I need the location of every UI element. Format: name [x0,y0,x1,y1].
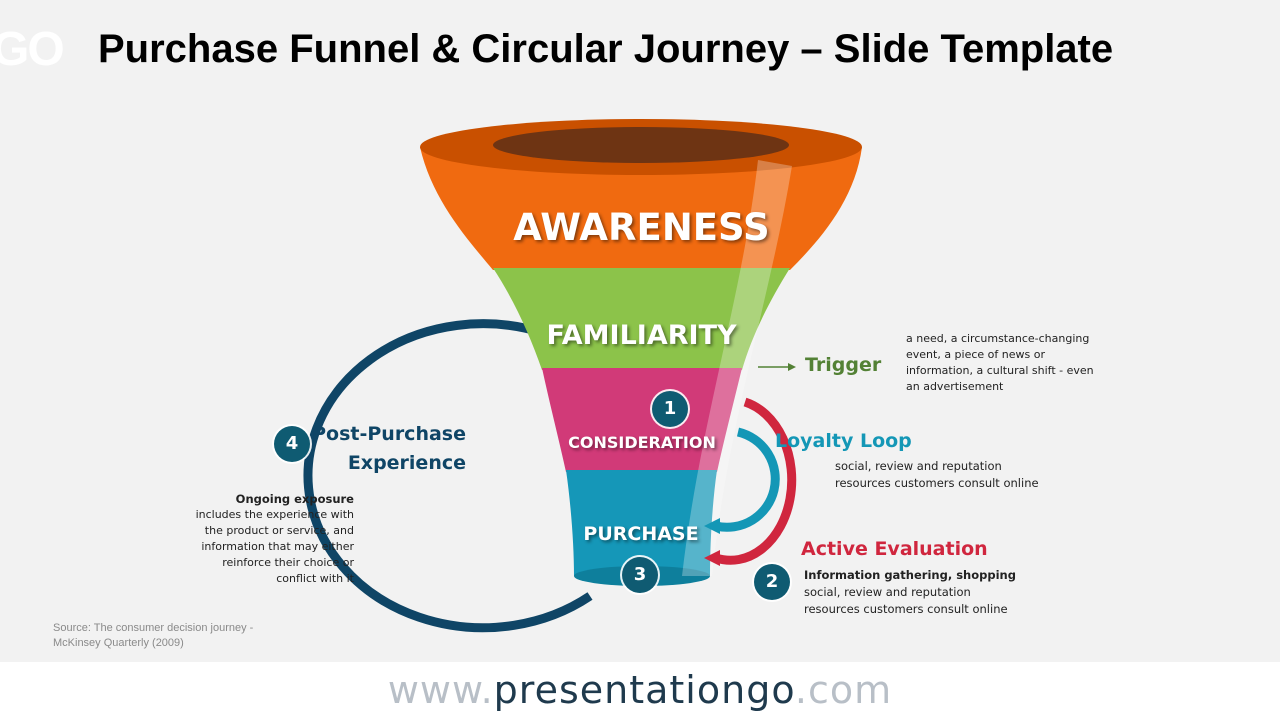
trigger-arrowhead [788,363,796,371]
active-evaluation-arrowhead [704,550,720,566]
loyalty-loop-label: Loyalty Loop [775,430,912,452]
step-badge-3: 3 [622,557,658,593]
step-badge-4: 4 [274,426,310,462]
trigger-label: Trigger [805,354,882,376]
source-line-1: Source: The consumer decision journey - [53,622,254,634]
post-purchase-loop-arc [303,319,593,633]
stage-label-purchase: PURCHASE [583,523,699,545]
funnel-top-opening [493,127,789,163]
page-title: Purchase Funnel & Circular Journey – Sli… [98,27,1114,71]
funnel-consideration-segment [542,368,742,472]
stage-label-consideration: CONSIDERATION [568,433,716,452]
funnel-purchase-segment [566,470,717,576]
footer-website-link[interactable]: www.presentationgo.com [0,668,1280,712]
footer-url-prefix: www. [387,668,494,712]
funnel-awareness-segment [420,147,862,270]
post-purchase-label-line1: Post-Purchase [312,423,466,445]
source-line-2: McKinsey Quarterly (2009) [53,637,184,649]
footer-url-suffix: .com [794,668,893,712]
source-citation: Source: The consumer decision journey - … [53,621,253,651]
step-badge-2: 2 [754,564,790,600]
step-badge-1: 1 [652,391,688,427]
brand-logo-fragment: GO [0,23,65,76]
active-evaluation-label: Active Evaluation [801,538,988,560]
active-evaluation-arc [714,397,797,565]
active-evaluation-description: social, review and reputation resources … [804,585,1008,616]
active-evaluation-heading: Information gathering, shopping [804,568,1016,582]
footer-url-brand: presentationgo [493,668,795,712]
footer-bar: www.presentationgo.com [0,662,1280,720]
loyalty-loop-description: social, review and reputation resources … [835,459,1039,490]
funnel-familiarity-segment [493,268,790,370]
trigger-description: a need, a circumstance-changing event, a… [906,332,1094,393]
post-purchase-label-line2: Experience [347,452,466,474]
loyalty-loop-arrowhead [704,518,720,534]
stage-label-awareness: AWARENESS [513,206,770,249]
funnel-gloss-highlight [682,160,792,576]
funnel-diagram [303,119,862,633]
post-purchase-heading: Ongoing exposure [235,492,354,506]
post-purchase-description: includes the experience with the product… [195,508,354,585]
loyalty-loop-arc [714,427,780,532]
stage-label-familiarity: FAMILIARITY [546,320,737,351]
